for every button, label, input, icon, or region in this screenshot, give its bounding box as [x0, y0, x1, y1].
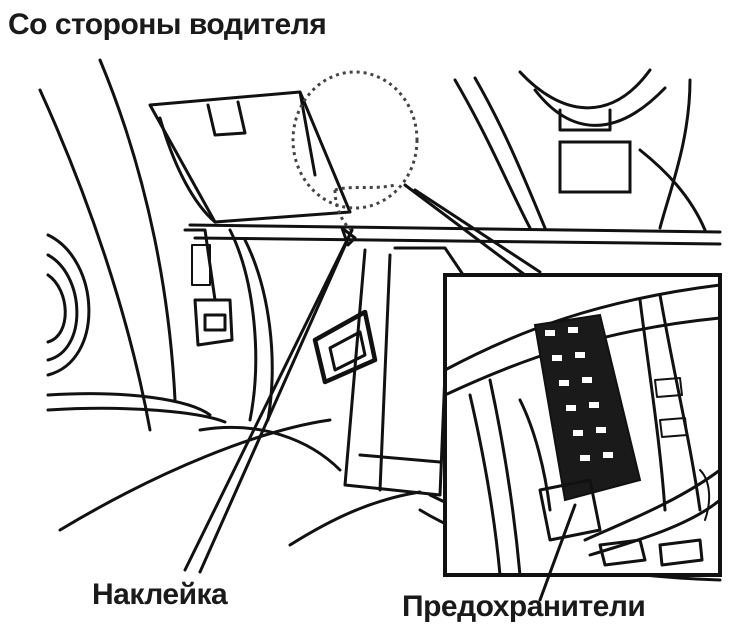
center-console [453, 68, 707, 232]
magnify-circle [291, 70, 419, 234]
wiring-harness [583, 468, 722, 567]
dashboard-edge [188, 223, 722, 246]
sticker-label: Наклейка [92, 578, 228, 611]
diagram-title: Со стороны водителя [8, 8, 327, 41]
fuse-block [518, 313, 642, 542]
fuses-label: Предохранители [402, 590, 646, 623]
inset-connector-lines [403, 183, 542, 277]
fuses-leader-line [538, 503, 577, 602]
door-panel-outline [38, 58, 227, 432]
sticker-leader-lines [183, 226, 357, 574]
kick-panel [183, 228, 274, 422]
dashboard-upper-lid [148, 90, 352, 224]
hood-release-handle [312, 309, 378, 385]
